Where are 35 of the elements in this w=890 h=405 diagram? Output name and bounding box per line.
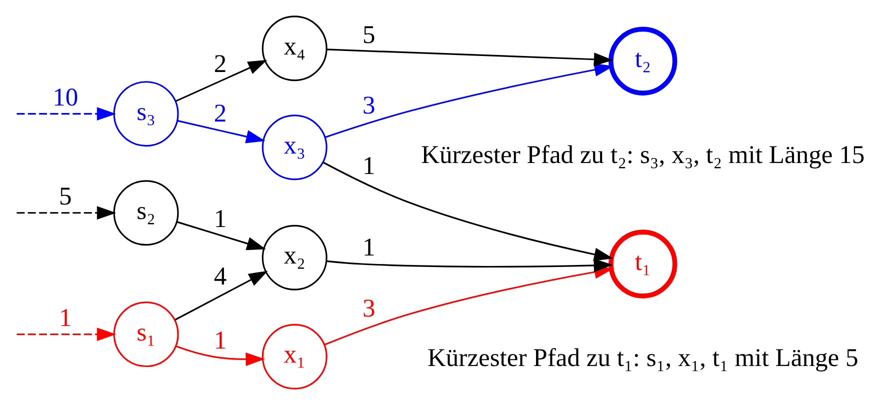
arrow xyxy=(176,221,266,250)
edge-label: 1 xyxy=(214,325,227,354)
arrow xyxy=(326,48,614,66)
arrow xyxy=(176,345,265,366)
edge-label: 3 xyxy=(362,293,376,322)
edge-label: 3 xyxy=(362,90,376,120)
arrow xyxy=(175,60,268,102)
arrow xyxy=(178,120,266,144)
edge-label: 2 xyxy=(214,98,227,128)
edge-label: 1 xyxy=(362,232,376,262)
edge-label: 1 xyxy=(214,204,227,233)
edge-label: 1 xyxy=(58,302,72,332)
node-circle: s₃ xyxy=(113,81,179,147)
arrow xyxy=(16,206,116,220)
arrow xyxy=(174,270,268,321)
node-circle: x₁ xyxy=(262,324,328,390)
edge-label: 5 xyxy=(362,20,376,50)
edge-label: 2 xyxy=(214,48,227,78)
arrow xyxy=(16,107,116,121)
node-label: Kürzester Pfad zu t₁: s₁, x₁, t₁ mit Länge 5 xyxy=(427,342,858,372)
node-circle: t₂ xyxy=(608,26,678,96)
node-circle: x₂ xyxy=(262,224,328,290)
node-circle: x₃ xyxy=(262,114,328,180)
edge-label: 4 xyxy=(214,261,227,290)
edge-label: 10 xyxy=(52,82,78,112)
arrow xyxy=(16,328,116,342)
arrow xyxy=(326,258,614,272)
edge-label: 1 xyxy=(362,151,376,180)
arrow xyxy=(322,162,614,262)
edge-label: 5 xyxy=(58,182,72,211)
node-circle: s₁ xyxy=(113,302,179,368)
node-circle: t₁ xyxy=(608,230,678,298)
node-circle: x₄ xyxy=(262,16,328,82)
node-circle: s₂ xyxy=(113,180,179,246)
node-label: Kürzester Pfad zu t₂: s₃, x₃, t₂ mit Länge 15 xyxy=(421,140,865,170)
